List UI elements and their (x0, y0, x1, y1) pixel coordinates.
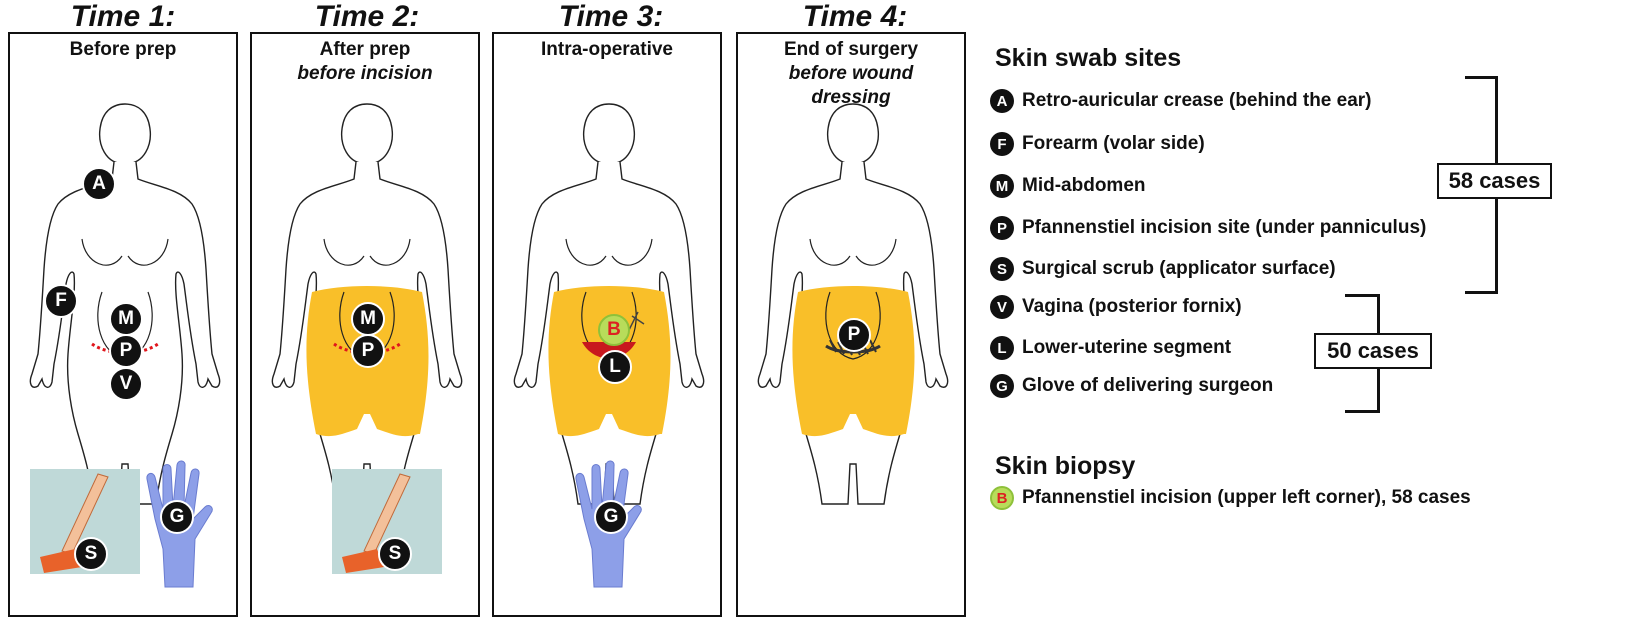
legend-item-forearm: F Forearm (volar side) (990, 131, 1205, 157)
swab-sites-title: Skin swab sites (995, 44, 1182, 72)
panel-3-subtitle: Intra-operative (541, 39, 673, 60)
legend-label: Pfannenstiel incision (upper left corner… (1022, 487, 1471, 508)
marker-scrub: S (74, 537, 108, 571)
legend-item-glove: G Glove of delivering surgeon (990, 373, 1273, 399)
legend-label: Surgical scrub (applicator surface) (1022, 258, 1336, 279)
panel-4-subtitle: End of surgery (783, 39, 919, 60)
time-4-title: Time 4: (802, 0, 908, 33)
legend-item-biopsy: B Pfannenstiel incision (upper left corn… (990, 485, 1471, 511)
panel-end-of-surgery: End of surgery before wound dressing P (736, 32, 966, 617)
panel-2-subtitle: After prep (319, 39, 411, 60)
legend-item-mid-abdomen: M Mid-abdomen (990, 173, 1146, 199)
panel-intra-operative: Intra-operative B L G (492, 32, 722, 617)
marker-mid-abdomen: M (351, 302, 385, 336)
legend-badge: M (990, 174, 1014, 198)
time-2-title: Time 2: (314, 0, 420, 33)
panel-after-prep: After prep before incision M P S (250, 32, 480, 617)
legend-badge: F (990, 132, 1014, 156)
marker-glove: G (160, 500, 194, 534)
legend-item-vagina: V Vagina (posterior fornix) (990, 294, 1242, 320)
cases-50-box: 50 cases (1314, 333, 1432, 369)
cases-58-box: 58 cases (1437, 163, 1552, 199)
legend-label: Pfannenstiel incision site (under pannic… (1022, 217, 1427, 238)
marker-pfannenstiel: P (837, 318, 871, 352)
legend-label: Glove of delivering surgeon (1022, 375, 1274, 396)
panel-4-subtitle-italic-1: before wound (788, 63, 914, 84)
body-figure (29, 103, 221, 505)
time-3-title: Time 3: (558, 0, 664, 33)
panel-before-prep: Before prep A F M P V S G (8, 32, 238, 617)
legend-label: Retro-auricular crease (behind the ear) (1022, 90, 1372, 111)
legend-item-lower-uterine: L Lower-uterine segment (990, 335, 1231, 361)
marker-forearm: F (44, 284, 78, 318)
legend-badge: S (990, 257, 1014, 281)
scrub-applicator-image (332, 469, 442, 574)
legend-badge: P (990, 216, 1014, 240)
biopsy-title: Skin biopsy (995, 452, 1136, 480)
time-1-title: Time 1: (70, 0, 176, 33)
panel-4-subtitle-italic-2: dressing (811, 87, 891, 108)
legend-label: Vagina (posterior fornix) (1022, 296, 1242, 317)
legend-label: Lower-uterine segment (1022, 337, 1232, 358)
marker-biopsy: B (598, 314, 630, 346)
legend-badge: L (990, 336, 1014, 360)
legend-label: Mid-abdomen (1022, 175, 1146, 196)
marker-vagina: V (109, 367, 143, 401)
legend-badge: A (990, 89, 1014, 113)
legend-badge: V (990, 295, 1014, 319)
legend-item-retro-auricular: A Retro-auricular crease (behind the ear… (990, 88, 1372, 114)
marker-pfannenstiel: P (351, 334, 385, 368)
panel-1-subtitle: Before prep (69, 39, 177, 60)
marker-scrub: S (378, 537, 412, 571)
legend-badge: G (990, 374, 1014, 398)
panel-2-subtitle-italic: before incision (297, 63, 433, 84)
marker-mid-abdomen: M (109, 302, 143, 336)
marker-pfannenstiel: P (109, 334, 143, 368)
marker-retro-auricular: A (82, 167, 116, 201)
marker-lower-uterine: L (598, 350, 632, 384)
legend-item-pfannenstiel: P Pfannenstiel incision site (under pann… (990, 215, 1426, 241)
legend-item-surgical-scrub: S Surgical scrub (applicator surface) (990, 256, 1336, 282)
legend-label: Forearm (volar side) (1022, 133, 1205, 154)
legend-badge-biopsy: B (990, 486, 1014, 510)
marker-glove: G (594, 500, 628, 534)
